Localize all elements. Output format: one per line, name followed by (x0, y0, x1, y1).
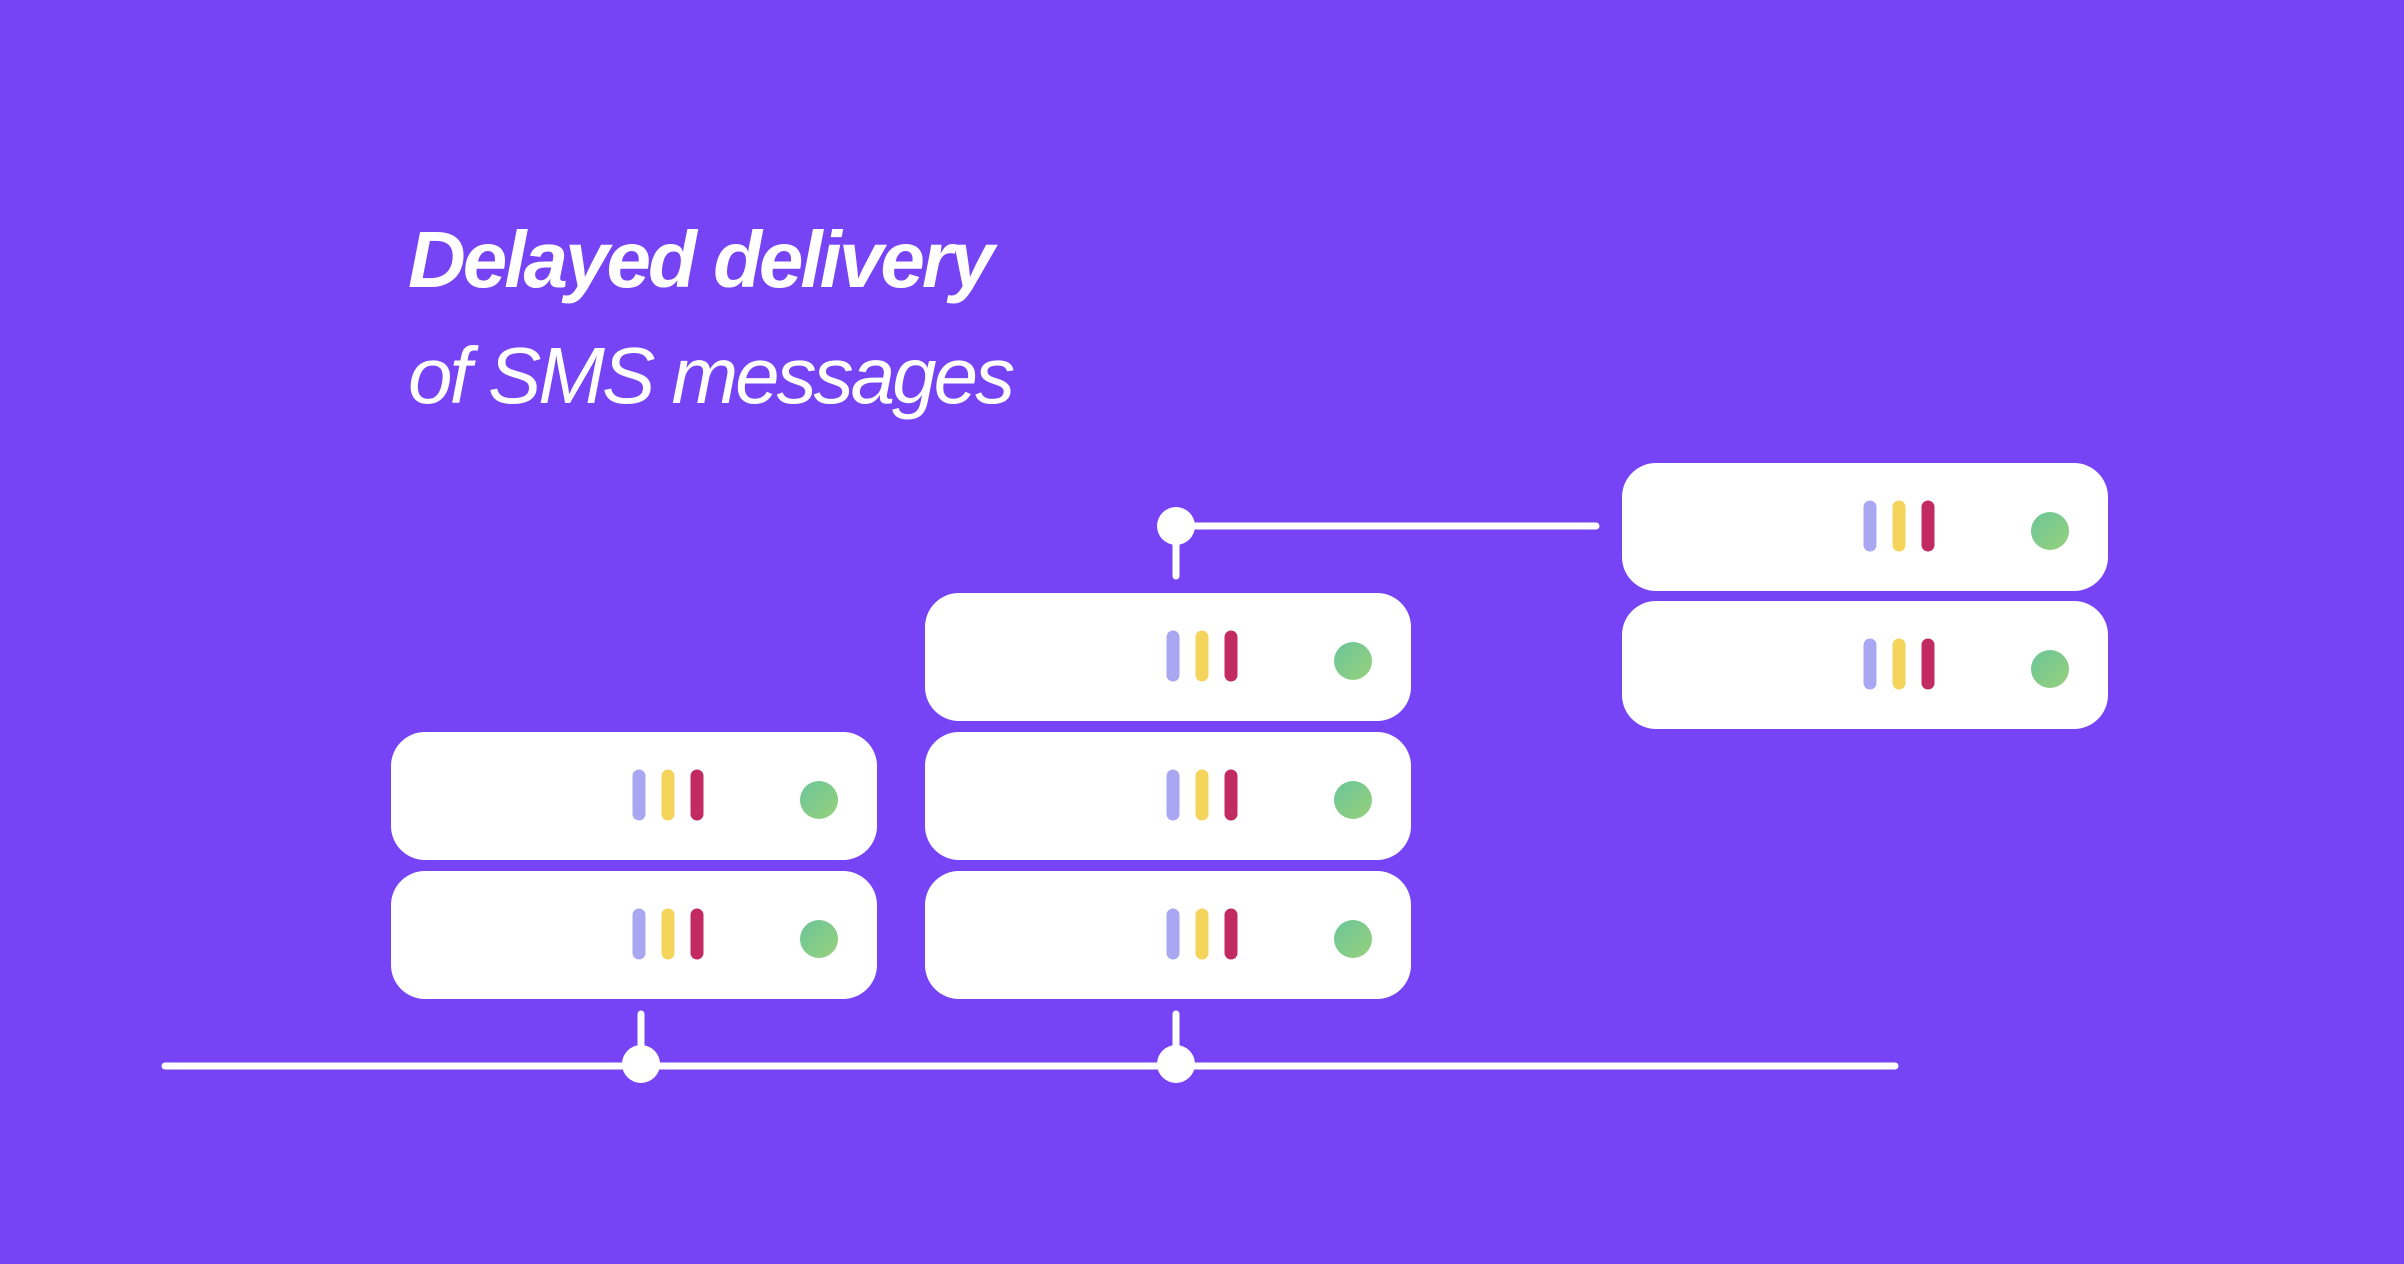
connection-nodes (622, 507, 1195, 1083)
right-server-stack (1622, 463, 2108, 729)
left-server-stack (391, 732, 877, 999)
middle-server-stack (925, 593, 1411, 999)
server-rack-icon (925, 593, 1411, 721)
connection-node (1157, 507, 1195, 545)
connection-node (1157, 1045, 1195, 1083)
server-rack-icon (925, 871, 1411, 999)
server-rack-icon (391, 732, 877, 860)
server-rack-icon (925, 732, 1411, 860)
page-subtitle: of SMS messages (408, 331, 1015, 420)
page-title: Delayed delivery (408, 215, 994, 304)
server-rack-icon (1622, 601, 2108, 729)
connection-node (622, 1045, 660, 1083)
server-rack-icon (391, 871, 877, 999)
server-rack-icon (1622, 463, 2108, 591)
